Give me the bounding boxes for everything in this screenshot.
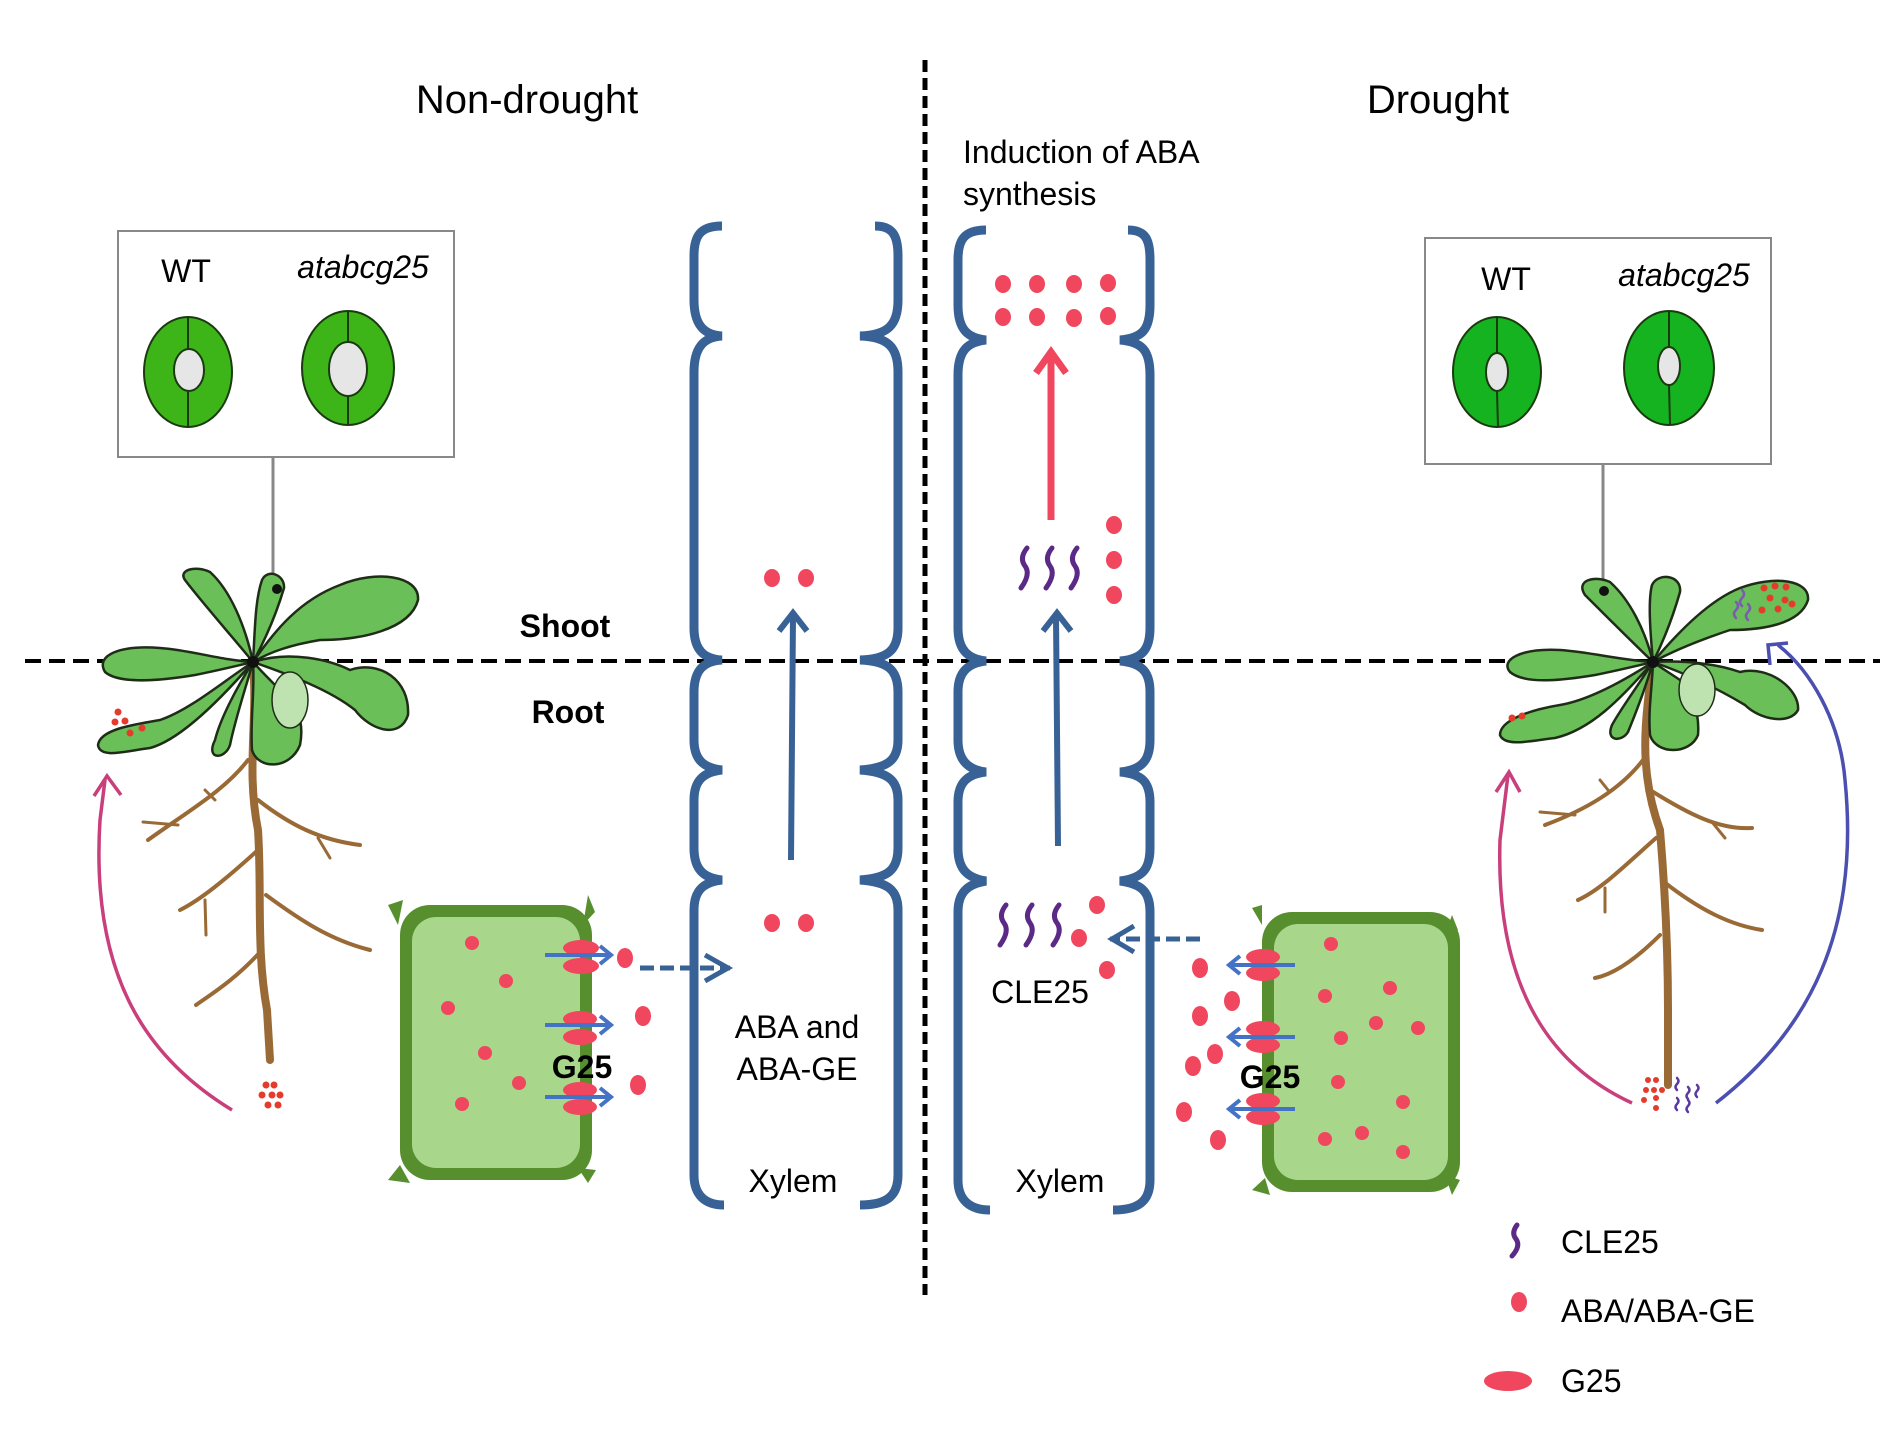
root-to-shoot-aba-arrow — [1498, 774, 1633, 1105]
stomata-box-drought: WT atabcg25 — [1424, 237, 1772, 465]
g25-label: G25 — [552, 1049, 612, 1085]
plant-drought — [1494, 575, 1850, 1114]
leaf — [1581, 577, 1656, 666]
root-aba-cluster — [258, 1081, 284, 1109]
stomata-wt-closed-icon — [1452, 316, 1542, 428]
aba-dot-icon — [1511, 1292, 1527, 1312]
intracellular-aba — [441, 936, 526, 1111]
xylem-label: Xylem — [749, 1163, 838, 1199]
leaf — [1648, 575, 1682, 667]
legend-label-aba: ABA/ABA-GE — [1561, 1293, 1755, 1329]
leaf — [182, 567, 255, 663]
wt-label: WT — [1481, 261, 1531, 297]
leaf — [1609, 661, 1655, 740]
g25-transporter — [1225, 1021, 1295, 1053]
g25-transporter — [545, 940, 615, 974]
wt-label: WT — [161, 253, 211, 289]
drought-title: Drought — [1367, 78, 1509, 122]
root-aba-cluster — [1641, 1077, 1665, 1111]
intracellular-aba — [1318, 937, 1425, 1159]
leaf — [1648, 659, 1700, 752]
leaf-with-aba — [1498, 660, 1654, 744]
g25-ellipse-icon — [1484, 1371, 1532, 1391]
mutant-label: atabcg25 — [1618, 257, 1750, 293]
stomata-wt-open-icon — [143, 316, 233, 428]
stomata-mutant-closed-icon — [1623, 310, 1715, 426]
root-cell-non-drought: G25 — [388, 895, 734, 1183]
g25-transporter — [545, 1011, 615, 1045]
stomata-box-non-drought: WT atabcg25 — [117, 230, 455, 458]
leaf-with-aba — [96, 660, 254, 755]
xylem-content-line2: ABA-GE — [737, 1051, 858, 1087]
plant-non-drought — [92, 567, 420, 1112]
stomata-sample-point — [1599, 586, 1609, 596]
g25-transporter — [1225, 949, 1295, 981]
legend: CLE25 ABA/ABA-GE G25 — [1484, 1222, 1755, 1399]
stomata-sample-point — [272, 584, 282, 594]
leaf — [101, 646, 254, 682]
aba-synthesis-annotation-line1: Induction of ABA — [963, 134, 1200, 170]
xylem-flow-arrow — [1053, 614, 1061, 847]
non-drought-title: Non-drought — [416, 78, 638, 122]
root-to-shoot-cle25-arrow — [1714, 643, 1850, 1105]
root-label: Root — [532, 694, 605, 730]
root-cle25-cluster — [1674, 1076, 1700, 1114]
leaf — [251, 575, 420, 664]
g25-label: G25 — [1240, 1059, 1300, 1095]
xylem-drought: CLE25 Xylem — [953, 225, 1155, 1215]
root-cell-drought: G25 — [1107, 905, 1460, 1195]
g25-transporter — [545, 1082, 615, 1115]
xylem-non-drought: ABA and ABA-GE Xylem — [689, 221, 903, 1210]
xylem-flow-arrow — [788, 614, 796, 861]
leaf — [251, 572, 286, 663]
aba-synthesis-annotation-line2: synthesis — [963, 176, 1096, 212]
leaf — [1506, 648, 1654, 682]
leaf — [211, 661, 255, 757]
shoot-label: Shoot — [520, 608, 611, 644]
cle25-squiggle-icon — [1509, 1222, 1521, 1259]
xylem-label: Xylem — [1016, 1163, 1105, 1199]
legend-label-g25: G25 — [1561, 1363, 1621, 1399]
xylem-content: CLE25 — [991, 974, 1089, 1010]
g25-transporter — [1225, 1093, 1295, 1125]
xylem-content-line1: ABA and — [735, 1009, 860, 1045]
legend-label-cle25: CLE25 — [1561, 1224, 1659, 1260]
mutant-label: atabcg25 — [297, 249, 429, 285]
stomata-mutant-open-icon — [301, 310, 395, 426]
root-to-shoot-arrow — [97, 779, 233, 1112]
synthesized-aba-dots — [995, 274, 1116, 327]
